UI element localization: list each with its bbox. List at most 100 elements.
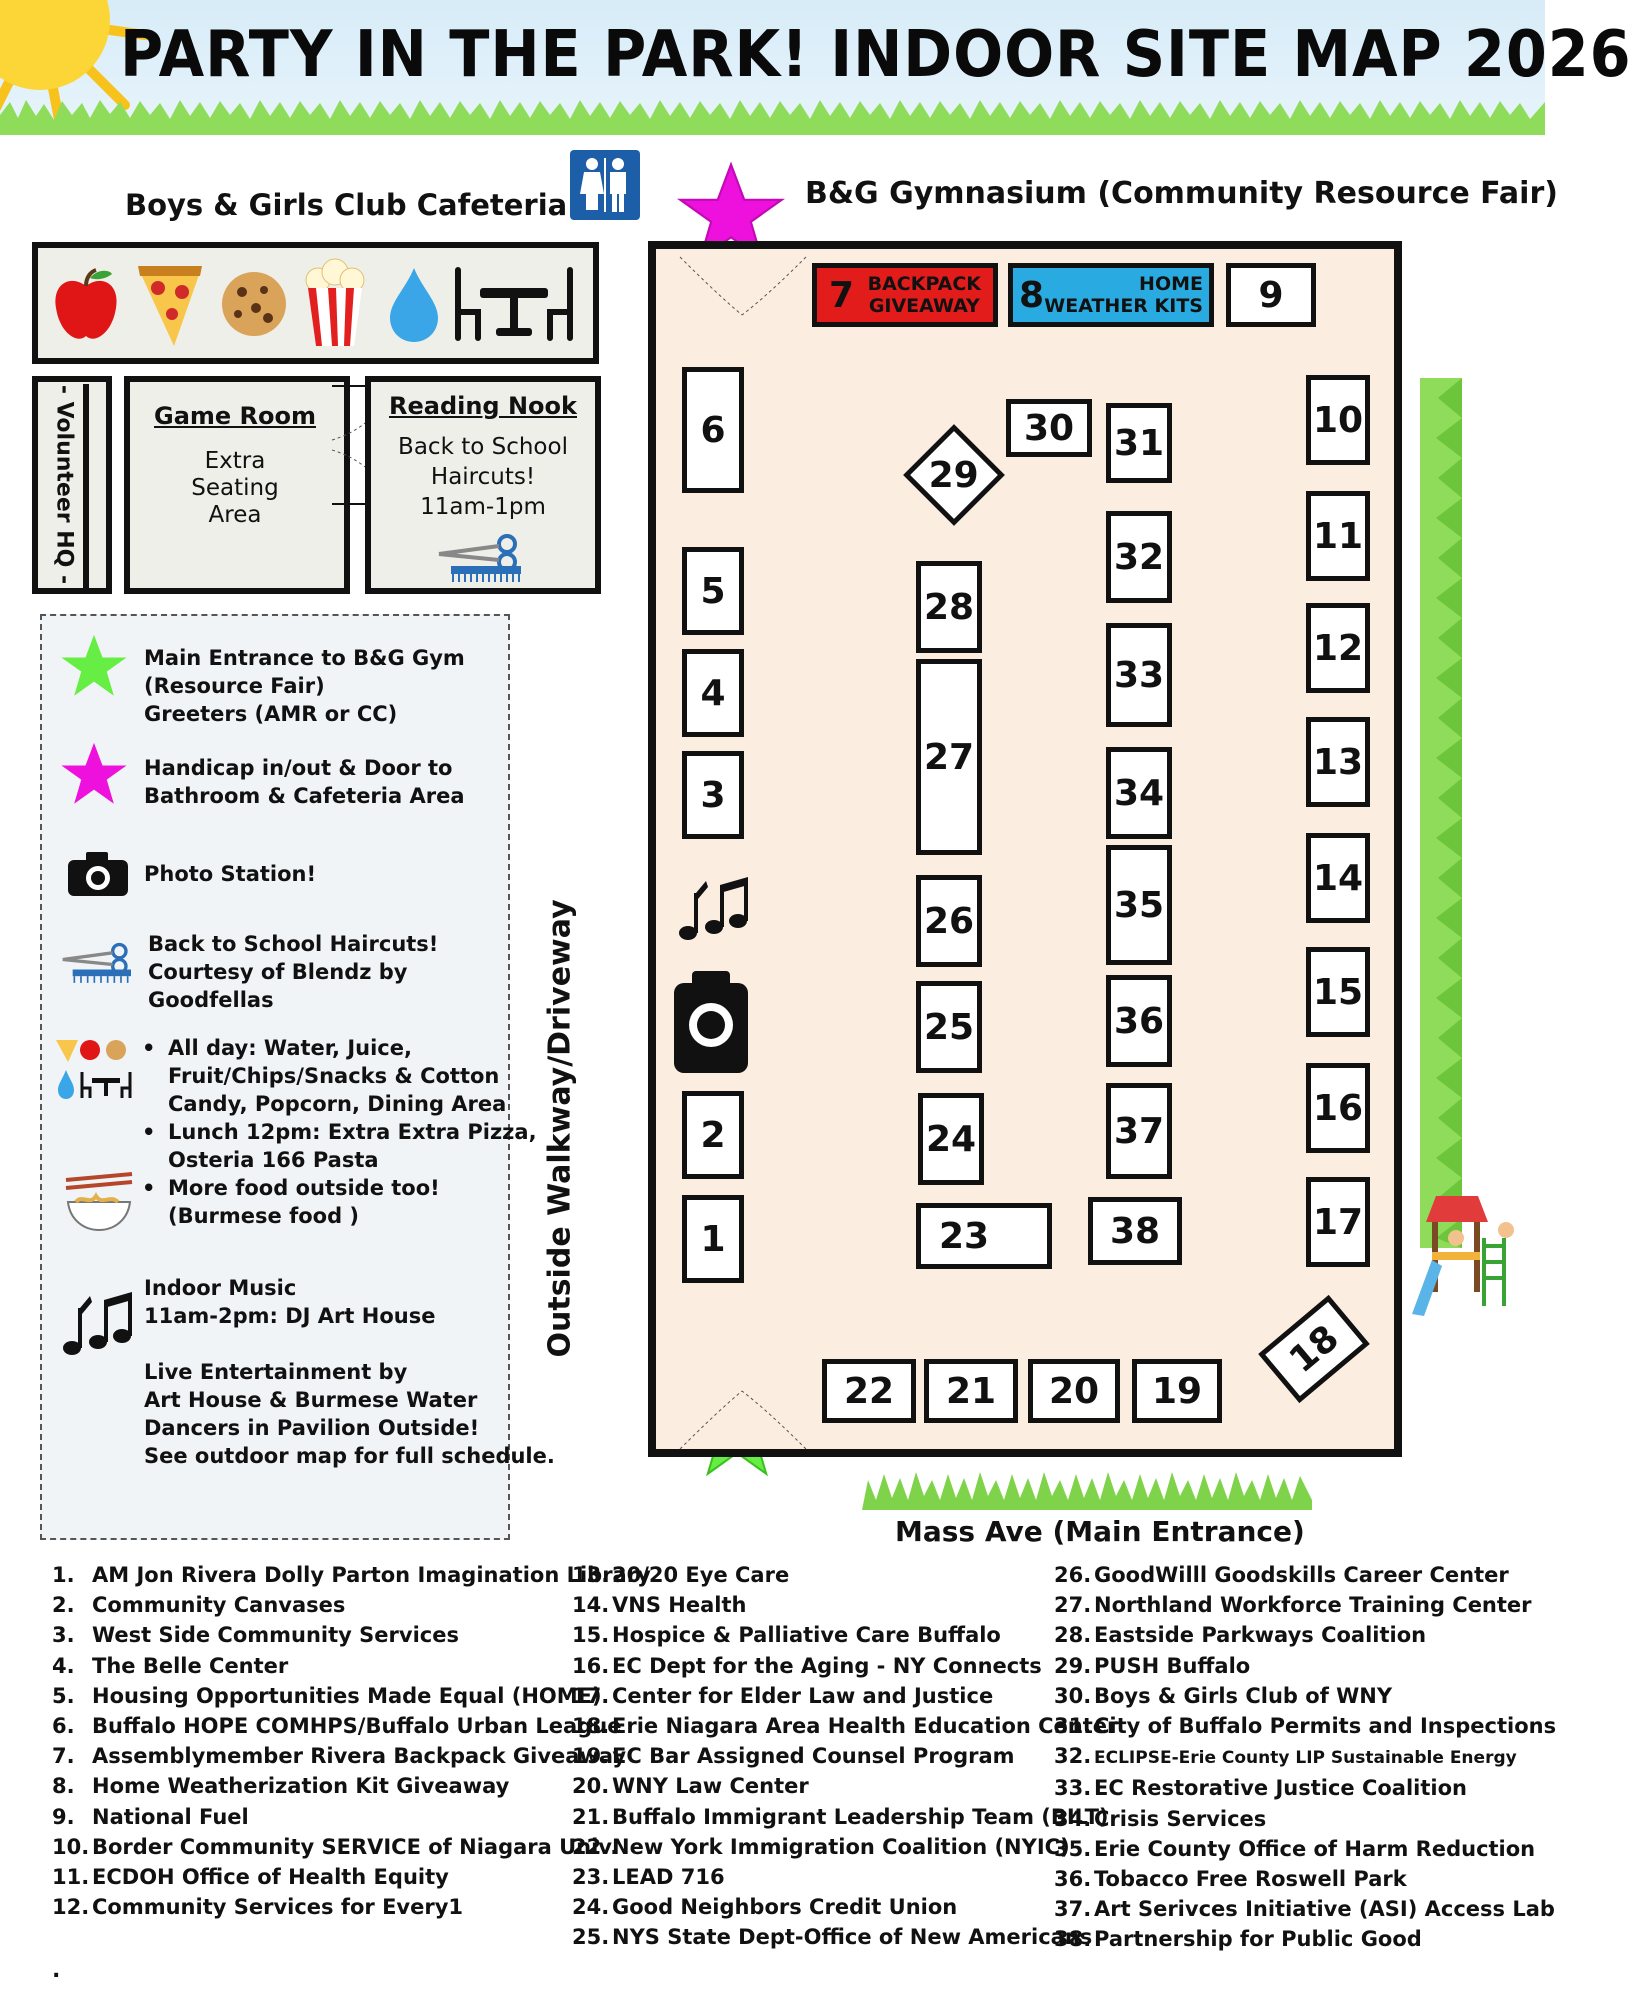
booth-2[interactable]: 2 [682, 1091, 744, 1179]
booth-7-number: 7 [829, 274, 855, 316]
booth-7-line-2: GIVEAWAY [868, 295, 980, 317]
booth-14[interactable]: 14 [1306, 833, 1370, 923]
booth-7[interactable]: 7 BACKPACK GIVEAWAY [812, 263, 998, 327]
legend-music-line-1: Indoor Music [144, 1276, 297, 1300]
booth-5[interactable]: 5 [682, 547, 744, 635]
directory-entry: 26.GoodWilll Goodskills Career Center [1054, 1560, 1556, 1590]
booth-number: 22 [843, 1370, 895, 1412]
booth-number: 6 [700, 409, 726, 451]
directory-entry: 10.Border Community SERVICE of Niagara U… [52, 1832, 651, 1862]
booth-21[interactable]: 21 [924, 1359, 1018, 1423]
gym-south-door-icon [679, 1390, 807, 1450]
booth-12[interactable]: 12 [1306, 603, 1370, 693]
booth-1[interactable]: 1 [682, 1195, 744, 1283]
game-room-line-1: Extra [204, 448, 266, 474]
directory-entry-name: West Side Community Services [92, 1623, 459, 1648]
directory-entry-name: Art Serivces Initiative (ASI) Access Lab [1094, 1897, 1555, 1922]
directory-entry-number: 1. [52, 1563, 75, 1587]
directory-entry: 33.EC Restorative Justice Coalition [1054, 1773, 1556, 1803]
directory-entry-number: 25. [572, 1925, 610, 1950]
main-entrance-label: Mass Ave (Main Entrance) [895, 1515, 1305, 1548]
gym-title: B&G Gymnasium (Community Resource Fair) [805, 176, 1558, 211]
directory-entry-name: City of Buffalo Permits and Inspections [1094, 1714, 1557, 1739]
legend-food-1-line-1: All day: Water, Juice, [168, 1036, 412, 1060]
legend-pink-star-line-2: Bathroom & Cafeteria Area [144, 784, 465, 808]
reading-nook-room: Reading Nook Back to School Haircuts! 11… [365, 376, 601, 594]
directory-entry-number: 36. [1054, 1867, 1092, 1892]
directory-entry: 37.Art Serivces Initiative (ASI) Access … [1054, 1894, 1556, 1924]
booth-number: 28 [923, 586, 975, 628]
legend-green-star-line-1: Main Entrance to B&G Gym [144, 646, 465, 670]
directory-entry-name: Housing Opportunities Made Equal (HOME) [92, 1683, 602, 1708]
directory-entry-number: 17. [572, 1683, 610, 1708]
directory-entry: 18.Erie Niagara Area Health Education Ce… [572, 1711, 1117, 1741]
booth-11[interactable]: 11 [1306, 491, 1370, 581]
legend-green-star-line-3: Greeters (AMR or CC) [144, 702, 398, 726]
booth-28[interactable]: 28 [916, 561, 982, 653]
booth-8[interactable]: 8 HOME WEATHER KITS [1008, 263, 1214, 327]
booth-23[interactable]: 23 [916, 1203, 1052, 1269]
legend-entertainment-line-3: Dancers in Pavilion Outside! [144, 1416, 480, 1440]
booth-32[interactable]: 32 [1106, 511, 1172, 603]
directory-entry-number: 14. [572, 1593, 610, 1618]
booth-24[interactable]: 24 [918, 1093, 984, 1185]
booth-26[interactable]: 26 [916, 875, 982, 967]
booth-17[interactable]: 17 [1306, 1177, 1370, 1267]
booth-20[interactable]: 20 [1028, 1359, 1120, 1423]
booth-33[interactable]: 33 [1106, 623, 1172, 727]
booth-35[interactable]: 35 [1106, 845, 1172, 965]
booth-6[interactable]: 6 [682, 367, 744, 493]
booth-27[interactable]: 27 [916, 659, 982, 855]
booth-number: 29 [928, 454, 980, 496]
directory-entry-number: 31. [1054, 1714, 1092, 1739]
booth-15[interactable]: 15 [1306, 947, 1370, 1037]
booth-22[interactable]: 22 [822, 1359, 916, 1423]
directory-entry-number: 26. [1054, 1563, 1092, 1587]
booth-25[interactable]: 25 [916, 981, 982, 1073]
directory-entry-number: 5. [52, 1683, 75, 1708]
booth-31[interactable]: 31 [1106, 403, 1172, 483]
booth-29[interactable]: 29 [903, 424, 1005, 526]
directory-entry: 12.Community Services for Every1 [52, 1892, 651, 1922]
legend-food-3-line-2: (Burmese food ) [168, 1204, 360, 1228]
legend-pink-star-icon [61, 742, 127, 804]
directory-entry: 30.Boys & Girls Club of WNY [1054, 1681, 1556, 1711]
directory-entry-number: 28. [1054, 1623, 1092, 1648]
booth-10[interactable]: 10 [1306, 375, 1370, 465]
booth-9[interactable]: 9 [1226, 263, 1316, 327]
booth-16[interactable]: 16 [1306, 1063, 1370, 1153]
booth-number: 36 [1113, 1000, 1165, 1042]
directory-entry-name: ECDOH Office of Health Equity [92, 1865, 449, 1890]
booth-34[interactable]: 34 [1106, 747, 1172, 839]
directory-entry-number: 33. [1054, 1776, 1092, 1801]
booth-13[interactable]: 13 [1306, 717, 1370, 807]
booth-number: 34 [1113, 772, 1165, 814]
booth-number: 25 [923, 1006, 975, 1048]
booth-number: 31 [1113, 422, 1165, 464]
legend-food-icons [56, 1040, 132, 1099]
directory-entry-number: 24. [572, 1895, 610, 1920]
directory-entry: 9.National Fuel [52, 1802, 651, 1832]
booth-4[interactable]: 4 [682, 649, 744, 737]
legend-entertainment-line-4: See outdoor map for full schedule. [144, 1444, 555, 1468]
grass-strip-right [1420, 378, 1462, 1248]
directory-entry-number: 27. [1054, 1593, 1092, 1618]
booth-3[interactable]: 3 [682, 751, 744, 839]
legend-entertainment-line-1: Live Entertainment by [144, 1360, 408, 1384]
booth-30[interactable]: 30 [1006, 399, 1092, 457]
directory-entry-number: 23. [572, 1865, 610, 1890]
footer-mark: . [52, 1958, 61, 1983]
directory-entry: 15.Hospice & Palliative Care Buffalo [572, 1620, 1117, 1650]
booth-37[interactable]: 37 [1106, 1083, 1172, 1179]
booth-19[interactable]: 19 [1132, 1359, 1222, 1423]
directory-entry-name: Erie County Office of Harm Reduction [1094, 1836, 1536, 1861]
directory-entry: 1.AM Jon Rivera Dolly Parton Imagination… [52, 1560, 651, 1590]
booth-38[interactable]: 38 [1088, 1197, 1182, 1265]
booth-36[interactable]: 36 [1106, 975, 1172, 1067]
legend-haircuts-line-2: Courtesy of Blendz by [148, 960, 408, 984]
booth-number: 21 [945, 1370, 997, 1412]
booth-number: 27 [923, 736, 975, 778]
directory-entry: 38.Partnership for Public Good [1054, 1924, 1556, 1954]
directory-entry-name: PUSH Buffalo [1094, 1653, 1251, 1678]
booth-18[interactable]: 18 [1258, 1294, 1370, 1404]
